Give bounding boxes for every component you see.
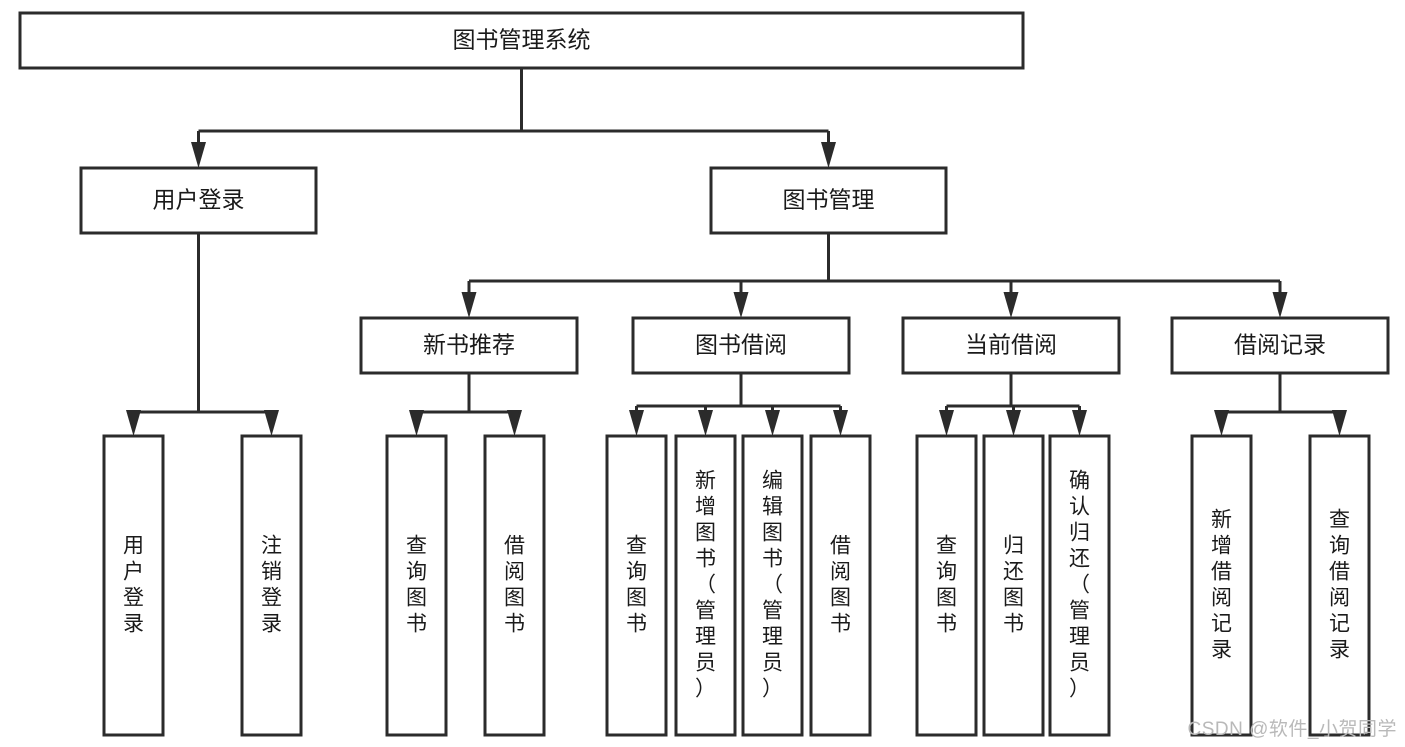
- node-box-leaf-return-book: [982, 434, 1045, 737]
- node-label-leaf-edit-book: 编辑图书（管理员）: [762, 469, 783, 700]
- node-box-borrow-record: [1170, 316, 1390, 375]
- node-leaf-query-record[interactable]: 查询借阅记录: [1308, 434, 1371, 737]
- node-box-leaf-add-record: [1190, 434, 1253, 737]
- connector-group-book-manage: [461, 233, 1288, 318]
- node-label-book-borrow: 图书借阅: [695, 332, 787, 358]
- node-box-book-manage: [709, 166, 948, 235]
- connector-layer: [126, 68, 1347, 436]
- node-label-leaf-add-book: 新增图书（管理员）: [695, 469, 716, 700]
- node-label-new-book-rec: 新书推荐: [423, 332, 515, 358]
- node-leaf-add-record[interactable]: 新增借阅记录: [1190, 434, 1253, 737]
- node-leaf-logout[interactable]: 注销登录: [240, 434, 303, 737]
- connector-group-current-borrow: [939, 373, 1087, 436]
- node-box-book-borrow: [631, 316, 851, 375]
- node-box-user-login: [79, 166, 318, 235]
- node-box-leaf-confirm-return: [1048, 434, 1111, 737]
- node-label-leaf-add-record: 新增借阅记录: [1211, 508, 1232, 661]
- node-box-leaf-query-book-rec: [385, 434, 448, 737]
- node-root[interactable]: 图书管理系统: [18, 11, 1025, 70]
- node-leaf-user-login[interactable]: 用户登录: [102, 434, 165, 737]
- node-leaf-query-book-rec[interactable]: 查询图书: [385, 434, 448, 737]
- node-borrow-record[interactable]: 借阅记录: [1170, 316, 1390, 375]
- node-box-new-book-rec: [359, 316, 579, 375]
- node-label-leaf-return-book: 归还图书: [1003, 534, 1024, 635]
- node-label-leaf-query-book: 查询图书: [626, 534, 647, 635]
- connector-group-new-book-rec: [409, 373, 522, 436]
- node-layer: 图书管理系统用户登录图书管理新书推荐图书借阅当前借阅借阅记录用户登录注销登录查询…: [18, 11, 1390, 737]
- node-leaf-borrow-book[interactable]: 借阅图书: [809, 434, 872, 737]
- connector-group-root: [191, 68, 836, 168]
- node-label-borrow-record: 借阅记录: [1234, 332, 1326, 358]
- node-box-leaf-add-book: [674, 434, 737, 737]
- node-box-leaf-query-record: [1308, 434, 1371, 737]
- node-label-leaf-borrow-book: 借阅图书: [830, 534, 851, 635]
- node-label-leaf-confirm-return: 确认归还（管理员）: [1069, 469, 1090, 700]
- node-box-root: [18, 11, 1025, 70]
- node-leaf-query-book[interactable]: 查询图书: [605, 434, 668, 737]
- node-label-leaf-query-record: 查询借阅记录: [1329, 508, 1350, 661]
- node-label-book-manage: 图书管理: [783, 187, 875, 213]
- node-book-manage[interactable]: 图书管理: [709, 166, 948, 235]
- node-box-leaf-user-login: [102, 434, 165, 737]
- node-box-current-borrow: [901, 316, 1121, 375]
- node-user-login[interactable]: 用户登录: [79, 166, 318, 235]
- node-box-leaf-query-current: [915, 434, 978, 737]
- node-label-leaf-logout: 注销登录: [261, 534, 282, 635]
- node-leaf-confirm-return[interactable]: 确认归还（管理员）: [1048, 434, 1111, 737]
- node-book-borrow[interactable]: 图书借阅: [631, 316, 851, 375]
- connector-group-book-borrow: [629, 373, 848, 436]
- node-leaf-add-book[interactable]: 新增图书（管理员）: [674, 434, 737, 737]
- node-new-book-rec[interactable]: 新书推荐: [359, 316, 579, 375]
- connector-group-borrow-record: [1214, 373, 1347, 436]
- node-box-leaf-edit-book: [741, 434, 804, 737]
- node-leaf-query-current[interactable]: 查询图书: [915, 434, 978, 737]
- node-label-leaf-borrow-book-rec: 借阅图书: [504, 534, 525, 635]
- node-leaf-return-book[interactable]: 归还图书: [982, 434, 1045, 737]
- node-leaf-edit-book[interactable]: 编辑图书（管理员）: [741, 434, 804, 737]
- node-label-current-borrow: 当前借阅: [965, 332, 1057, 358]
- node-current-borrow[interactable]: 当前借阅: [901, 316, 1121, 375]
- node-leaf-borrow-book-rec[interactable]: 借阅图书: [483, 434, 546, 737]
- node-box-leaf-borrow-book-rec: [483, 434, 546, 737]
- connector-group-user-login: [126, 233, 279, 436]
- node-label-user-login: 用户登录: [153, 187, 245, 213]
- node-box-leaf-query-book: [605, 434, 668, 737]
- node-label-leaf-query-book-rec: 查询图书: [406, 534, 427, 635]
- node-label-root: 图书管理系统: [453, 27, 591, 53]
- node-label-leaf-query-current: 查询图书: [936, 534, 957, 635]
- node-label-leaf-user-login: 用户登录: [123, 534, 144, 635]
- node-box-leaf-borrow-book: [809, 434, 872, 737]
- node-box-leaf-logout: [240, 434, 303, 737]
